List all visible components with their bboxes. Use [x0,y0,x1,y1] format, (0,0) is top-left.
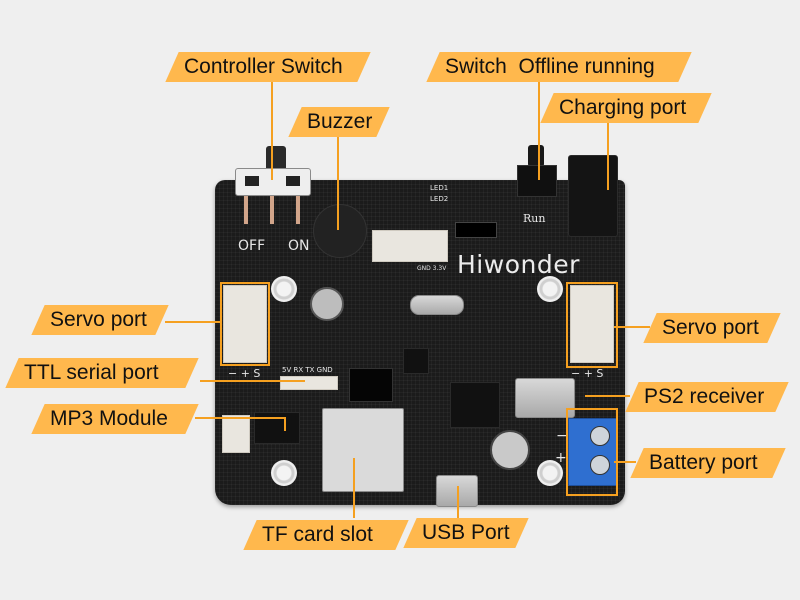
battery-screw-2 [590,455,610,475]
label-buzzer: Buzzer [288,107,390,137]
mount-hole-3 [271,460,297,486]
label-ttl-serial-port: TTL serial port [5,358,199,388]
crystal-oscillator [410,295,464,315]
servo-connector-right [570,285,614,363]
battery-screw-1 [590,426,610,446]
brand-logo: Hiwonder [457,250,580,279]
silk-run: Run [523,212,546,225]
slide-switch-pin-1 [244,196,248,224]
silk-led1: LED1 [430,184,449,192]
silk-off: OFF [238,238,266,254]
frame-battery [566,408,618,496]
leader-tf-card [353,458,355,518]
mount-hole-2 [537,276,563,302]
label-battery-port: Battery port [630,448,786,478]
jumper-block [349,368,393,402]
white-connector-top [372,230,448,262]
header-3pin [455,222,497,238]
frame-servo-left [220,282,270,366]
dc-jack [568,155,618,237]
leader-mp3-vert [284,417,286,431]
leader-ttl [200,380,305,382]
silk-servo-polarity-left: − + S [228,367,261,380]
leader-mp3 [195,417,285,419]
leader-usb [457,486,459,518]
silk-battery-minus: − [556,428,568,444]
leader-servo-left [165,321,220,323]
capacitor-small [310,287,344,321]
capacitor-large [490,430,530,470]
label-servo-port-left: Servo port [31,305,169,335]
silk-servo-polarity-right: − + S [571,367,604,380]
label-usb-port: USB Port [403,518,529,548]
mount-hole-1 [271,276,297,302]
leader-buzzer [337,135,339,230]
push-button-cap [528,145,544,167]
tf-card-slot [322,408,404,492]
ps2-receiver-socket [515,378,575,418]
silk-ttl-pins: 5V RX TX GND [282,366,333,374]
leader-switch-offline [538,80,540,180]
silk-on: ON [288,238,310,254]
slide-switch-window-1 [245,176,259,186]
servo-connector-left [223,285,267,363]
slide-switch-pin-2 [270,196,274,224]
leader-controller-switch [271,80,273,180]
slide-switch-window-2 [286,176,300,186]
leader-charging-port [607,120,609,190]
mp3-speaker-connector [222,415,250,453]
leader-battery [614,461,636,463]
label-charging-port: Charging port [540,93,712,123]
label-mp3-module: MP3 Module [31,404,199,434]
label-servo-port-right: Servo port [643,313,781,343]
frame-servo-right [566,282,618,368]
label-ps2-receiver: PS2 receiver [625,382,789,412]
leader-ps2 [585,395,630,397]
mcu-chip [403,348,429,374]
mount-hole-4 [537,460,563,486]
slide-switch-pin-3 [296,196,300,224]
buzzer [313,204,367,258]
label-controller-switch: Controller Switch [165,52,371,82]
leader-servo-right [614,326,650,328]
label-tf-card-slot: TF card slot [243,520,409,550]
driver-chip [450,382,500,428]
ttl-connector [280,376,338,390]
silk-battery-plus: + [555,450,567,466]
label-switch-offline-running: Switch Offline running [426,52,692,82]
silk-led2: LED2 [430,195,449,203]
push-button-body [517,165,557,197]
silk-gnd: GND 3.3V [417,265,447,272]
